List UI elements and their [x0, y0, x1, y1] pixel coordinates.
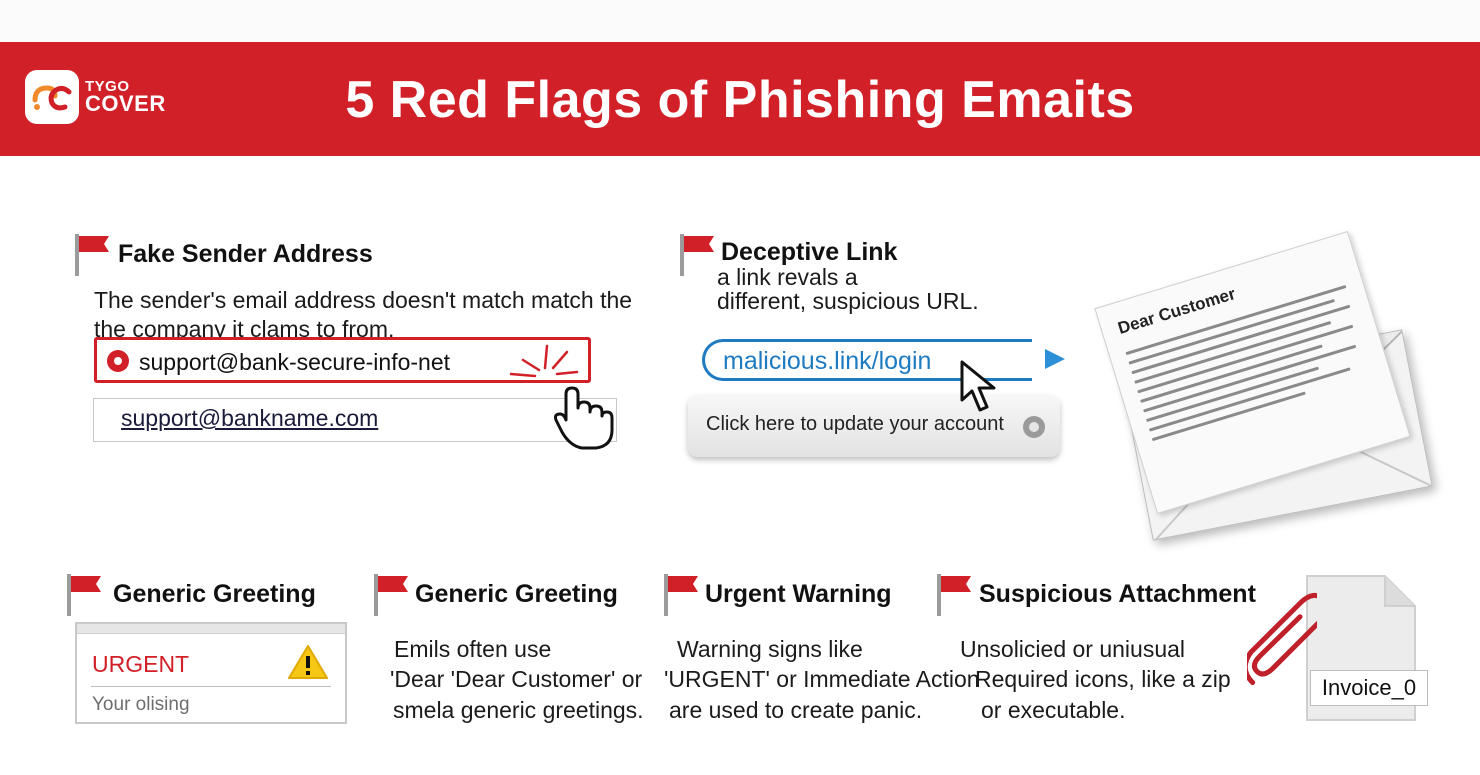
- brand-logo: TYGO COVER: [25, 70, 175, 130]
- suspicious-attachment-text-line2: Required icons, like a zip: [975, 666, 1231, 692]
- mouse-cursor-icon: [960, 360, 996, 412]
- warning-icon: [288, 645, 328, 679]
- preview-subject: Your olising: [92, 694, 190, 715]
- top-strip: [0, 0, 1480, 42]
- deceptive-link-text-line1: a link revals a: [717, 264, 858, 290]
- play-arrow-icon: [1045, 349, 1065, 369]
- suspicious-email-text: support@bank-secure-info-net: [139, 349, 451, 375]
- hand-pointer-icon: [554, 386, 614, 450]
- fake-sender-heading: Fake Sender Address: [118, 240, 373, 268]
- generic-greeting-heading-2: Generic Greeting: [415, 580, 618, 608]
- red-flag-icon: [677, 232, 717, 278]
- suspicious-attachment-heading: Suspicious Attachment: [979, 580, 1256, 608]
- page-title: 5 Red Flags of Phishing Emaits: [345, 71, 1135, 129]
- generic-greeting-heading-1: Generic Greeting: [113, 580, 316, 608]
- update-account-button-label: Click here to update your account: [706, 413, 1004, 435]
- logo-mark-icon: [25, 70, 79, 124]
- red-flag-icon: [72, 232, 112, 278]
- urgent-label: URGENT: [92, 651, 190, 677]
- brand-name-line2: COVER: [85, 91, 166, 116]
- generic-greeting-text-line1: Emils often use: [394, 636, 552, 662]
- preview-divider: [91, 686, 331, 687]
- suspicious-attachment-text-line1: Unsolicied or uniusual: [960, 636, 1186, 662]
- deceptive-link-heading: Deceptive Link: [721, 238, 898, 266]
- fake-sender-text-line1: The sender's email address doesn't match…: [94, 287, 633, 313]
- header-banner: TYGO COVER 5 Red Flags of Phishing Emait…: [0, 42, 1480, 156]
- malicious-link-text[interactable]: malicious.link/login: [723, 347, 932, 375]
- suspicious-attachment-text-line3: or executable.: [981, 697, 1126, 723]
- red-flag-icon: [64, 572, 104, 618]
- generic-greeting-text-line2: 'Dear 'Dear Customer' or: [390, 666, 643, 692]
- urgent-warning-heading: Urgent Warning: [705, 580, 892, 608]
- urgent-warning-text-line1: Warning signs like: [677, 636, 863, 662]
- button-knob-icon: [1023, 416, 1045, 438]
- click-burst-icon: [509, 344, 579, 378]
- legit-email-link[interactable]: support@bankname.com: [121, 405, 379, 431]
- paperclip-icon: [1247, 592, 1317, 686]
- red-flag-icon: [934, 572, 974, 618]
- red-flag-icon: [371, 572, 411, 618]
- deceptive-link-text-line2: different, suspicious URL.: [717, 288, 979, 314]
- generic-greeting-text-line3: smela generic greetings.: [393, 697, 644, 723]
- preview-title-bar: [77, 624, 345, 634]
- urgent-warning-text-line3: are used to create panic.: [669, 697, 923, 723]
- letter-greeting: Dear Customer: [1115, 284, 1238, 338]
- urgent-email-preview: URGENT Your olising: [75, 622, 347, 724]
- malicious-link[interactable]: malicious.link/login: [702, 339, 1032, 381]
- suspicious-email-field[interactable]: support@bank-secure-info-net: [94, 337, 591, 383]
- urgent-warning-text-line2: 'URGENT' or Immediate Action: [664, 666, 980, 692]
- legit-email-field[interactable]: support@bankname.com: [93, 398, 617, 442]
- brand-name: TYGO COVER: [85, 78, 166, 116]
- attachment-file-name[interactable]: Invoice_0: [1310, 670, 1428, 706]
- brand-name-line1: TYGO: [85, 78, 130, 95]
- red-flag-icon: [661, 572, 701, 618]
- alert-dot-icon: [107, 350, 129, 372]
- update-account-button[interactable]: Click here to update your account: [688, 395, 1060, 457]
